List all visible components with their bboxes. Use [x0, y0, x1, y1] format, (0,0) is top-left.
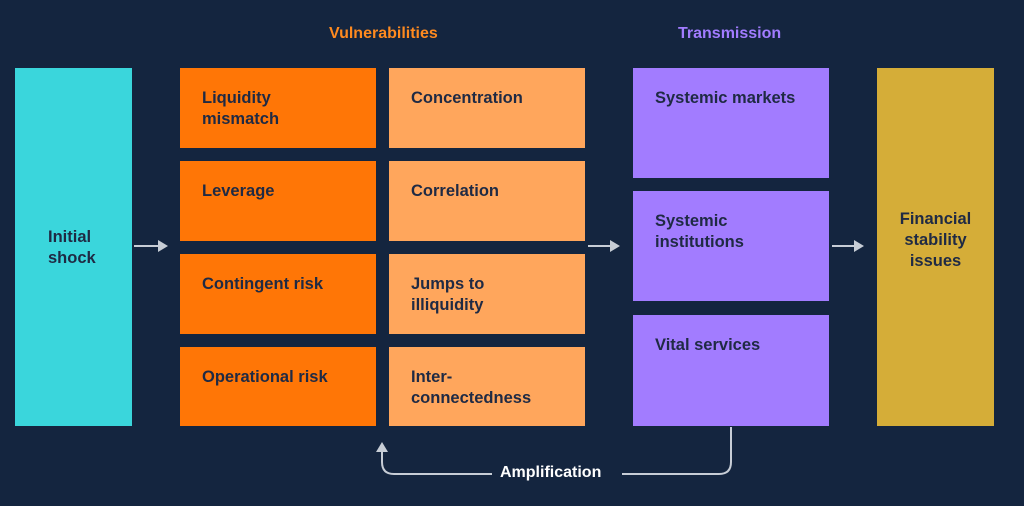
transmission-label: Systemic institutions	[655, 212, 744, 251]
vulnerability-liquidity-mismatch: Liquidity mismatch	[180, 68, 376, 148]
transmission-systemic-institutions: Systemic institutions	[633, 191, 829, 301]
initial-shock-label: Initial shock	[48, 228, 96, 267]
amplification-label: Amplification	[500, 464, 602, 481]
transmission-label: Vital services	[655, 336, 761, 354]
transmission-label: Systemic markets	[655, 89, 796, 107]
vulnerability-label: Concentration	[411, 89, 523, 107]
amplification-loop-return	[381, 450, 492, 475]
arrowhead-icon	[610, 240, 620, 252]
vulnerability-jumps-to-illiquidity: Jumps to illiquidity	[389, 254, 585, 334]
arrowhead-icon	[158, 240, 168, 252]
vulnerability-leverage: Leverage	[180, 161, 376, 241]
financial-stability-issues-box: Financial stability issues	[877, 68, 994, 426]
vulnerability-label: Leverage	[202, 182, 275, 200]
vulnerability-operational-risk: Operational risk	[180, 347, 376, 426]
vulnerability-interconnectedness: Inter- connectedness	[389, 347, 585, 426]
transmission-vital-services: Vital services	[633, 315, 829, 426]
outcome-label: Financial stability issues	[899, 209, 972, 270]
vulnerability-concentration: Concentration	[389, 68, 585, 148]
transmission-systemic-markets: Systemic markets	[633, 68, 829, 178]
transmission-header: Transmission	[678, 25, 782, 42]
arrowhead-icon	[854, 240, 864, 252]
vulnerability-label: Operational risk	[202, 368, 328, 386]
vulnerabilities-header: Vulnerabilities	[329, 25, 438, 42]
arrowhead-up-icon	[376, 442, 388, 452]
vulnerability-label: Contingent risk	[202, 275, 324, 293]
amplification-loop	[622, 427, 732, 475]
vulnerability-contingent-risk: Contingent risk	[180, 254, 376, 334]
vulnerability-label: Liquidity mismatch	[202, 89, 280, 128]
vulnerability-label: Inter- connectedness	[411, 368, 532, 407]
vulnerability-correlation: Correlation	[389, 161, 585, 241]
initial-shock-box: Initial shock	[15, 68, 132, 426]
vulnerability-label: Jumps to illiquidity	[411, 275, 485, 314]
vulnerability-label: Correlation	[411, 182, 500, 200]
